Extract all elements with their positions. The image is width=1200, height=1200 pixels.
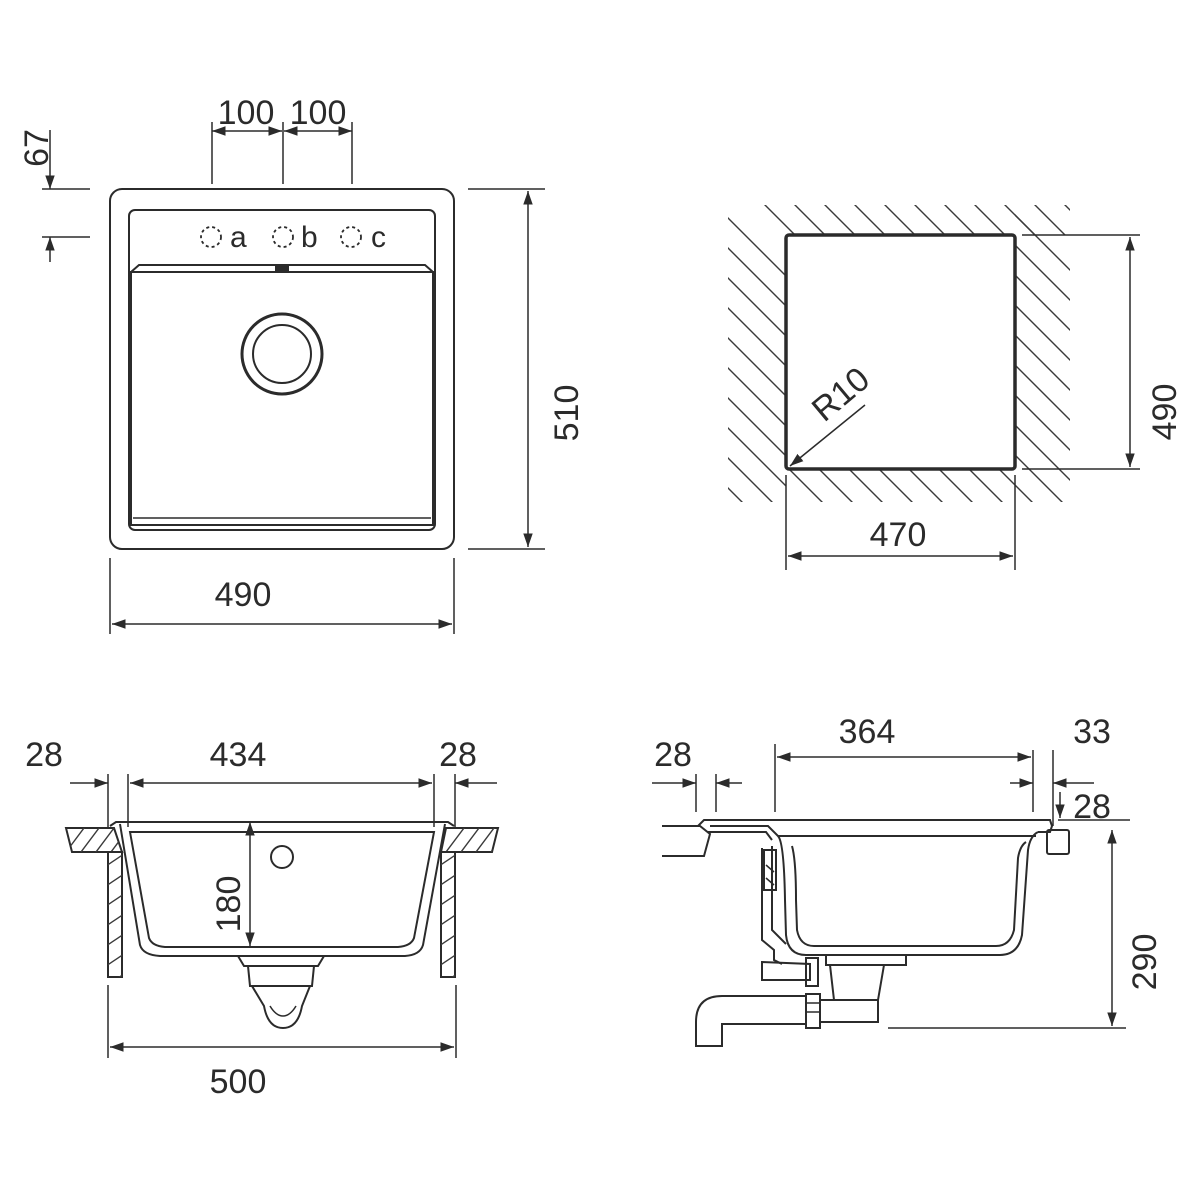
dim-rim-height: 28 (1073, 788, 1111, 826)
sink-outline (109, 188, 455, 550)
countertop-side (662, 825, 712, 857)
dim-bowl-width: 434 (210, 736, 267, 774)
drain-outer-ring (240, 312, 324, 396)
overflow-mark (275, 265, 289, 273)
dim-cutout-height: 490 (1146, 384, 1184, 441)
dim-width: 490 (215, 576, 272, 614)
trap-body (820, 999, 879, 1023)
sink-rim (109, 821, 455, 827)
dim-height: 510 (548, 385, 586, 442)
bowl-outer-side (777, 831, 1039, 956)
dim-tap-offset: 67 (18, 129, 56, 167)
tap-hole-a-icon (200, 226, 222, 248)
hose-nut-lower (805, 993, 821, 1029)
bowl-outer-wall (119, 823, 446, 957)
hatch-bottom (788, 469, 1015, 502)
overflow-hole (270, 845, 294, 869)
bowl-inner-side (791, 841, 1027, 947)
dim-total-width: 500 (210, 1063, 267, 1101)
dim-cutout-width: 470 (870, 516, 927, 554)
overflow-housing (763, 849, 777, 891)
dim-total-height: 290 (1126, 934, 1164, 991)
tap-label-c: c (371, 221, 386, 254)
dim-depth: 180 (210, 876, 248, 933)
bowl-inner-wall (128, 831, 436, 948)
dim-rim-right-side: 33 (1073, 713, 1111, 751)
top-view: a b c 100 100 67 510 490 (18, 94, 586, 634)
outlet-pipe (695, 995, 806, 1047)
dim-inner-length: 364 (839, 713, 896, 751)
tap-label-a: a (230, 221, 247, 254)
cabinet-wall-right (440, 851, 456, 978)
hatch-left (728, 217, 786, 502)
hatch-right (1015, 214, 1070, 502)
tap-hole-b-icon (272, 226, 294, 248)
front-section: 180 28 434 28 500 (25, 736, 500, 1101)
cutout-outline (784, 233, 1017, 471)
cutout-view: R10 490 470 (728, 205, 1184, 570)
rim-clip (1046, 829, 1070, 855)
dim-tap-spacing-left: 100 (218, 94, 275, 132)
dim-rim-right: 28 (439, 736, 477, 774)
sink-inner-rim (128, 209, 436, 531)
hose-nut-upper (805, 957, 819, 987)
tap-hole-c-icon (340, 226, 362, 248)
drain-flange (237, 955, 325, 967)
drain-trap (251, 985, 311, 1030)
overflow-pipe (761, 848, 783, 965)
drain-flange-side (825, 954, 907, 966)
dim-tap-spacing-right: 100 (290, 94, 347, 132)
countertop-right (439, 827, 500, 853)
side-section: 28 364 33 28 290 (652, 713, 1164, 1047)
bowl-outline (130, 271, 434, 526)
dim-rim-left: 28 (25, 736, 63, 774)
drain-inner-ring (252, 324, 312, 384)
tap-label-b: b (301, 221, 318, 254)
cabinet-wall-left (107, 851, 123, 978)
dim-rim-left-side: 28 (654, 736, 692, 774)
connector-pipe (761, 960, 811, 981)
